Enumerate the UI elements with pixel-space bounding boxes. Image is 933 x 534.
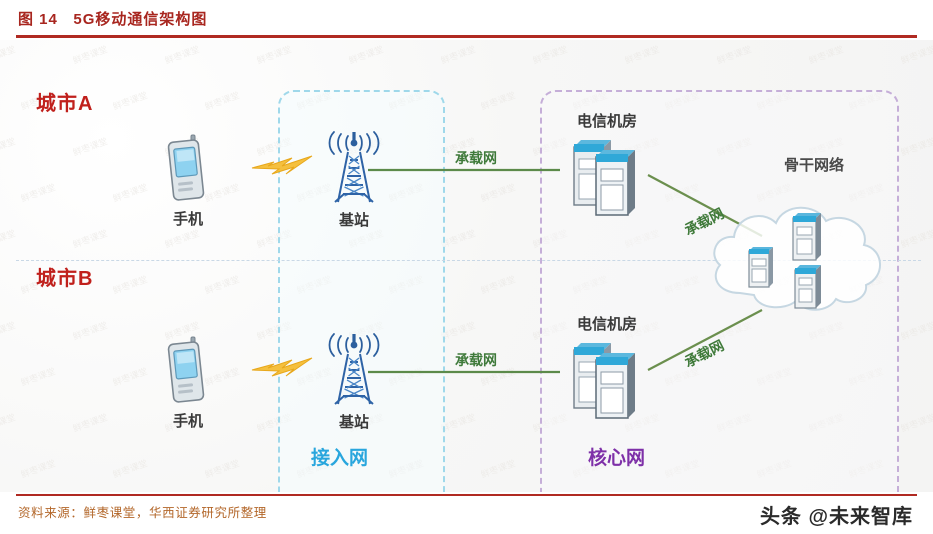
link-label-bearer-a: 承载网 bbox=[455, 150, 497, 166]
zone-core-network-label: 核心网 bbox=[588, 448, 646, 469]
cloud-rack-3 bbox=[794, 263, 822, 311]
node-telecom-room-b-label: 电信机房 bbox=[576, 316, 638, 333]
node-tower-a[interactable]: 基站 bbox=[322, 128, 386, 229]
zone-access-network-label: 接入网 bbox=[311, 448, 369, 469]
wireless-link-a bbox=[251, 152, 313, 180]
diagram-canvas: 鲜枣课堂鲜枣课堂鲜枣课堂鲜枣课堂鲜枣课堂鲜枣课堂鲜枣课堂鲜枣课堂鲜枣课堂鲜枣课堂… bbox=[0, 40, 933, 492]
node-phone-a-label: 手机 bbox=[172, 211, 204, 228]
node-backbone-network-label: 骨干网络 bbox=[784, 157, 845, 174]
node-telecom-room-b[interactable]: 电信机房 bbox=[572, 316, 642, 423]
page-title: 图 14 5G移动通信架构图 bbox=[18, 11, 208, 28]
cell-tower-icon bbox=[328, 131, 380, 203]
figure-header: 图 14 5G移动通信架构图 bbox=[0, 0, 933, 40]
server-rack-icon bbox=[573, 140, 635, 216]
mobile-phone-icon bbox=[167, 336, 205, 403]
publisher-watermark: 头条 @未来智库 bbox=[759, 506, 913, 528]
node-tower-b[interactable]: 基站 bbox=[322, 330, 386, 431]
node-telecom-room-a-label: 电信机房 bbox=[576, 113, 638, 130]
node-phone-a[interactable]: 手机 bbox=[166, 133, 210, 228]
cloud-rack-1 bbox=[748, 245, 774, 289]
cell-tower-icon bbox=[328, 333, 380, 405]
server-rack-icon bbox=[573, 343, 635, 419]
city-a-label: 城市A bbox=[36, 93, 94, 115]
wireless-link-b bbox=[251, 354, 313, 382]
node-phone-b[interactable]: 手机 bbox=[166, 335, 210, 430]
node-telecom-room-a[interactable]: 电信机房 bbox=[572, 113, 642, 220]
footer-divider bbox=[16, 494, 917, 496]
lightning-bolt-icon bbox=[251, 357, 313, 377]
link-bearer-b-backbone bbox=[647, 309, 763, 371]
node-tower-b-label: 基站 bbox=[338, 414, 370, 431]
cloud-rack-2 bbox=[792, 211, 822, 263]
source-note: 资料来源：鲜枣课堂，华西证券研究所整理 bbox=[18, 506, 267, 520]
node-phone-b-label: 手机 bbox=[172, 413, 204, 430]
lightning-bolt-icon bbox=[251, 155, 313, 175]
node-backbone-network[interactable] bbox=[700, 185, 890, 330]
node-tower-a-label: 基站 bbox=[338, 212, 370, 229]
title-divider bbox=[16, 35, 917, 38]
link-label-bearer-b: 承载网 bbox=[455, 352, 497, 368]
city-b-label: 城市B bbox=[36, 268, 94, 290]
city-divider bbox=[16, 260, 921, 261]
mobile-phone-icon bbox=[167, 134, 205, 201]
